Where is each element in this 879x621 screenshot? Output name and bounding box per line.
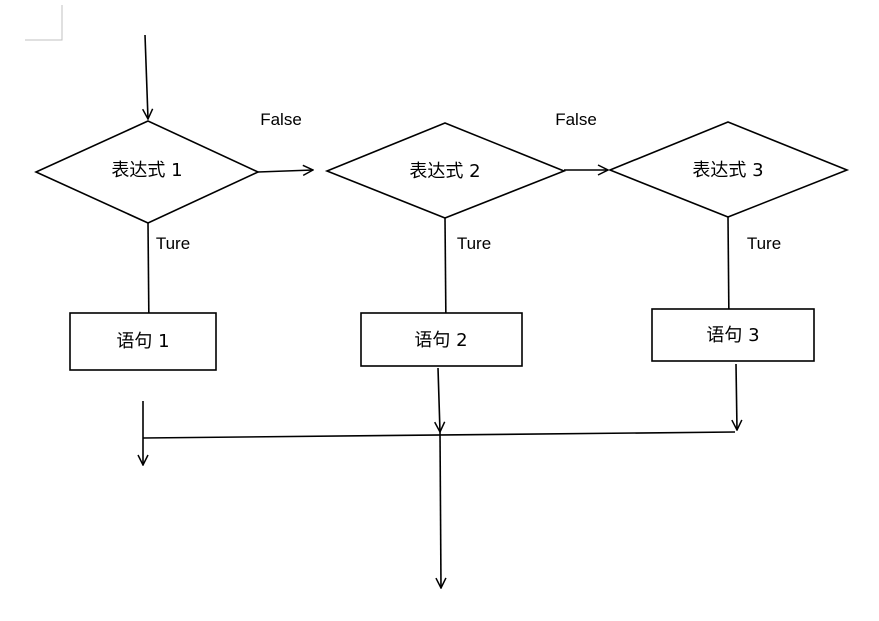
true-label-3: Ture [747,234,781,253]
true-label-2: Ture [457,234,491,253]
statement-3-out-arrow [736,363,737,430]
decision-3-label: 表达式 3 [692,160,763,181]
merge-horizontal-line [142,431,736,439]
decision-1-label: 表达式 1 [111,160,182,181]
page-corner-mark [25,5,63,41]
statement-3-label: 语句 3 [706,325,759,346]
statement-1-box [69,312,217,371]
entry-arrow [145,34,148,119]
statement-1-label: 语句 1 [116,331,169,352]
decision-2-label: 表达式 2 [409,161,480,182]
true-label-1: Ture [156,234,190,253]
statement-2-label: 语句 2 [414,330,467,351]
false-arrow-1 [257,170,313,172]
true-arrow-2 [445,217,446,331]
false-label-2: False [555,110,597,129]
exit-arrow [440,431,441,588]
false-label-1: False [260,110,302,129]
statement-2-box [360,312,523,367]
statement-2-out-arrow [438,367,440,432]
statement-3-box [651,308,815,362]
